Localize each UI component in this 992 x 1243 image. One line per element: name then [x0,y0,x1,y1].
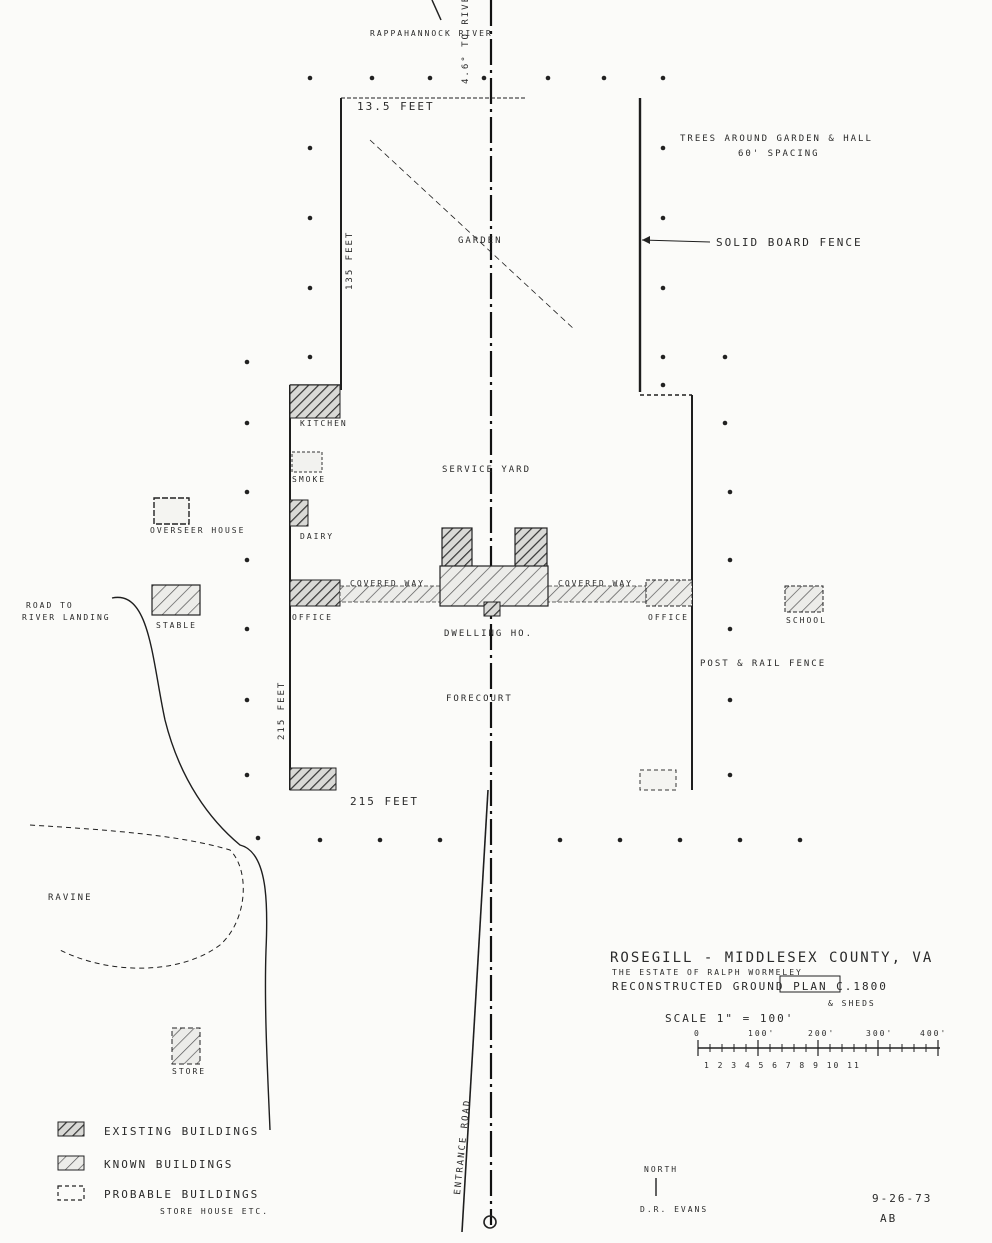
legend-existing-swatch [57,1121,85,1137]
scale-bar [697,1040,940,1056]
legend-known-swatch [57,1155,85,1171]
river-landing-road [111,596,271,1131]
river-label: RAPPAHANNOCK RIVER [370,29,493,38]
forecourt-label: FORECOURT [446,694,513,704]
forecourt-building-left [289,767,337,791]
entrance-road-left-edge [461,789,489,1233]
dwelling-wing-right [514,527,548,569]
legend-existing-label: EXISTING BUILDINGS [104,1125,259,1138]
trees-note-line1: TREES AROUND GARDEN & HALL [680,134,873,144]
office-left [289,579,341,607]
road-label-1: ROAD TO [26,601,74,610]
dwelling-wing-left [441,527,473,569]
stable-building [151,584,201,616]
store-label: STORE [172,1067,206,1076]
office-right-label: OFFICE [648,613,689,622]
date-label: 9-26-73 [872,1192,932,1205]
covered-way-right [547,585,647,603]
north-arrow-label: NORTH [644,1165,678,1174]
left-side-label: 215 FEET [277,681,287,740]
draftsman-label: D.R. EVANS [640,1205,708,1214]
office-left-label: OFFICE [292,613,333,622]
smoke-house [291,451,323,473]
fence-pointer [641,239,711,243]
scale-tick-100: 100' [748,1029,775,1038]
dairy-label: DAIRY [300,532,334,541]
initials-label: AB [880,1212,897,1225]
overseer-house [153,497,190,525]
trees-note-line2: 60' SPACING [738,149,820,159]
legend-note: STORE HOUSE ETC. [160,1207,269,1216]
kitchen-building [289,384,341,419]
garden-trees [307,75,666,360]
road-label-2: RIVER LANDING [22,613,111,622]
title-line-3: RECONSTRUCTED GROUND PLAN C.1800 [612,980,888,993]
post-rail-label: POST & RAIL FENCE [700,659,826,669]
ground-box [779,975,841,993]
legend-probable-label: PROBABLE BUILDINGS [104,1188,259,1201]
kitchen-label: KITCHEN [300,419,348,428]
garden-side-label: 135 FEET [345,231,355,290]
fence-pointer-arrowhead [642,236,650,244]
top-width-label: 13.5 FEET [357,100,435,113]
store-building [171,1027,201,1065]
entrance-road-label: ENTRANCE ROAD [453,1098,473,1195]
forecourt-building-right [639,769,677,791]
dairy-building [289,499,309,527]
dwelling-main [439,565,549,607]
overseer-label: OVERSEER HOUSE [150,526,245,535]
stable-label: STABLE [156,621,197,630]
garden-label: GARDEN [458,236,503,246]
scale-tick-0: 0 [694,1029,701,1038]
dwelling-label: DWELLING HO. [444,629,533,639]
dwelling-porch [483,601,501,617]
title-line-1: ROSEGILL - MIDDLESEX COUNTY, VA [610,950,933,966]
title-superscript: & SHEDS [828,999,876,1008]
bottom-posts [255,835,803,843]
covered-way-left [339,585,441,603]
ravine-label: RAVINE [48,893,93,903]
north-ray [431,0,442,21]
north-bearing-label: 4.6° TO RIVER [461,0,471,84]
office-right [645,579,693,607]
school-building [784,585,824,613]
legend-known-label: KNOWN BUILDINGS [104,1158,233,1171]
title-line-2: THE ESTATE OF RALPH WORMELEY [612,968,803,977]
ravine-outline [29,824,244,969]
fence-label: SOLID BOARD FENCE [716,236,863,249]
covered-way-left-label: COVERED WAY [350,579,425,588]
garden-diagonal [369,139,576,331]
covered-way-right-label: COVERED WAY [558,579,633,588]
road-end-marker [483,1215,497,1229]
yard-posts [244,354,733,778]
bottom-width-label: 215 FEET [350,795,419,808]
smoke-label: SMOKE [292,475,326,484]
scale-tick-400: 400' [920,1029,947,1038]
school-label: SCHOOL [786,616,827,625]
legend-probable-swatch [57,1185,85,1201]
service-yard-label: SERVICE YARD [442,465,531,475]
scale-tick-300: 300' [866,1029,893,1038]
scale-units: 1 2 3 4 5 6 7 8 9 10 11 [704,1061,861,1070]
scale-tick-200: 200' [808,1029,835,1038]
scale-label: SCALE 1" = 100' [665,1012,794,1025]
